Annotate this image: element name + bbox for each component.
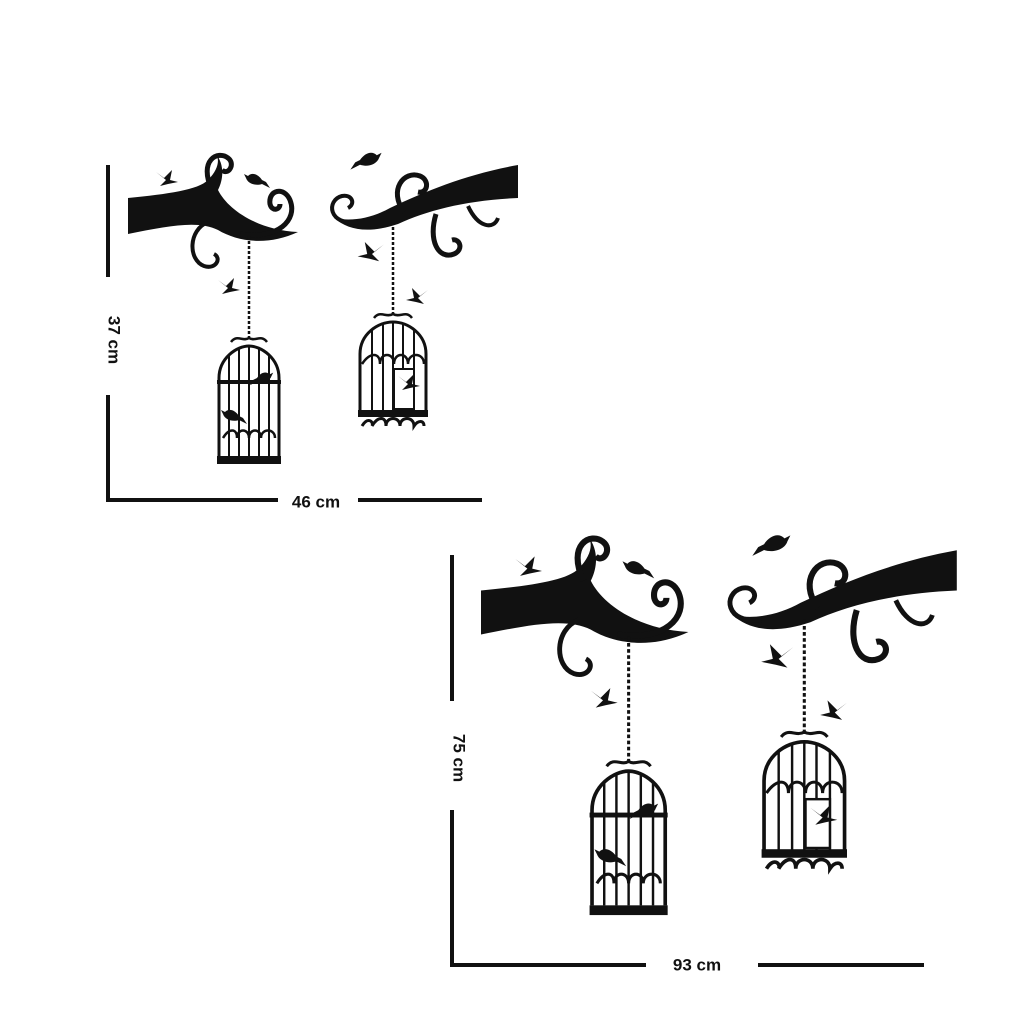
large-width-label: 93 cm <box>672 955 722 975</box>
small-width-line-left <box>106 498 278 502</box>
large-decal-illustration <box>481 535 957 915</box>
large-height-line-bottom <box>450 810 454 967</box>
large-width-line-right <box>758 963 924 967</box>
large-width-line-left <box>450 963 646 967</box>
small-decal-illustration <box>128 153 518 464</box>
small-width-label: 46 cm <box>291 492 341 512</box>
small-height-line-top <box>106 165 110 277</box>
large-height-line-top <box>450 555 454 701</box>
large-height-label: 75 cm <box>449 733 469 783</box>
small-height-label: 37 cm <box>104 315 124 365</box>
small-width-line-right <box>358 498 482 502</box>
small-height-line-bottom <box>106 395 110 502</box>
